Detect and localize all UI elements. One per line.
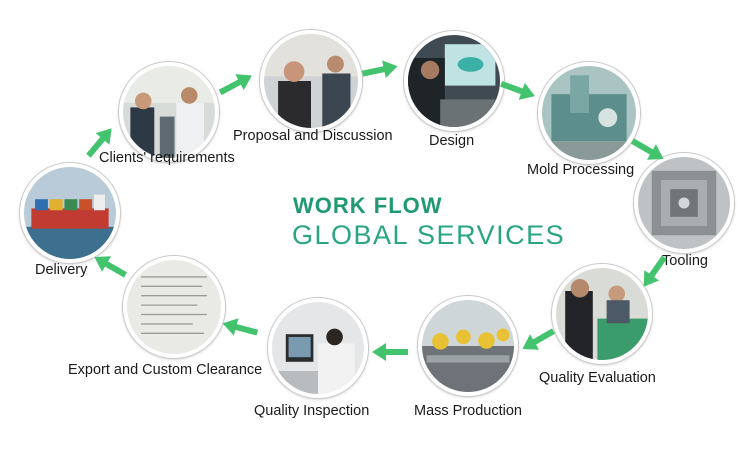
arrow-icon bbox=[215, 67, 256, 102]
arrow-icon bbox=[498, 74, 539, 105]
clients-requirements-photo bbox=[119, 62, 219, 162]
step-label-quality-inspection: Quality Inspection bbox=[254, 403, 370, 419]
export-document-photo bbox=[123, 256, 225, 358]
step-label-mold-processing: Mold Processing bbox=[527, 162, 635, 178]
step-label-mass-production: Mass Production bbox=[414, 403, 522, 419]
step-label-clients-requirements: Clients' requirements bbox=[99, 150, 235, 166]
arrow-icon bbox=[81, 122, 119, 162]
step-label-design: Design bbox=[429, 133, 475, 149]
global-services-subtitle: GLOBAL SERVICES bbox=[292, 220, 566, 250]
arrow-icon bbox=[635, 252, 672, 293]
step-label-delivery: Delivery bbox=[35, 262, 88, 278]
quality-evaluation-photo bbox=[552, 264, 652, 364]
arrow-icon bbox=[517, 322, 558, 357]
step-label-tooling: Tooling bbox=[662, 253, 708, 269]
proposal-discussion-photo bbox=[260, 30, 362, 132]
tooling-photo bbox=[634, 153, 734, 253]
step-label-proposal-discussion: Proposal and Discussion bbox=[233, 128, 393, 144]
delivery-ship-photo bbox=[20, 163, 120, 263]
step-label-export-custom-clearance: Export and Custom Clearance bbox=[68, 362, 263, 378]
design-photo bbox=[404, 31, 504, 131]
arrow-icon bbox=[627, 132, 668, 167]
arrow-icon bbox=[372, 342, 408, 362]
mass-production-photo bbox=[418, 296, 518, 396]
arrow-icon bbox=[220, 314, 260, 343]
quality-inspection-photo bbox=[268, 298, 368, 398]
step-label-quality-evaluation: Quality Evaluation bbox=[539, 370, 656, 386]
mold-processing-photo bbox=[538, 62, 640, 164]
arrow-icon bbox=[89, 248, 130, 283]
workflow-title: WORK FLOW bbox=[293, 193, 443, 218]
arrow-icon bbox=[360, 56, 399, 83]
